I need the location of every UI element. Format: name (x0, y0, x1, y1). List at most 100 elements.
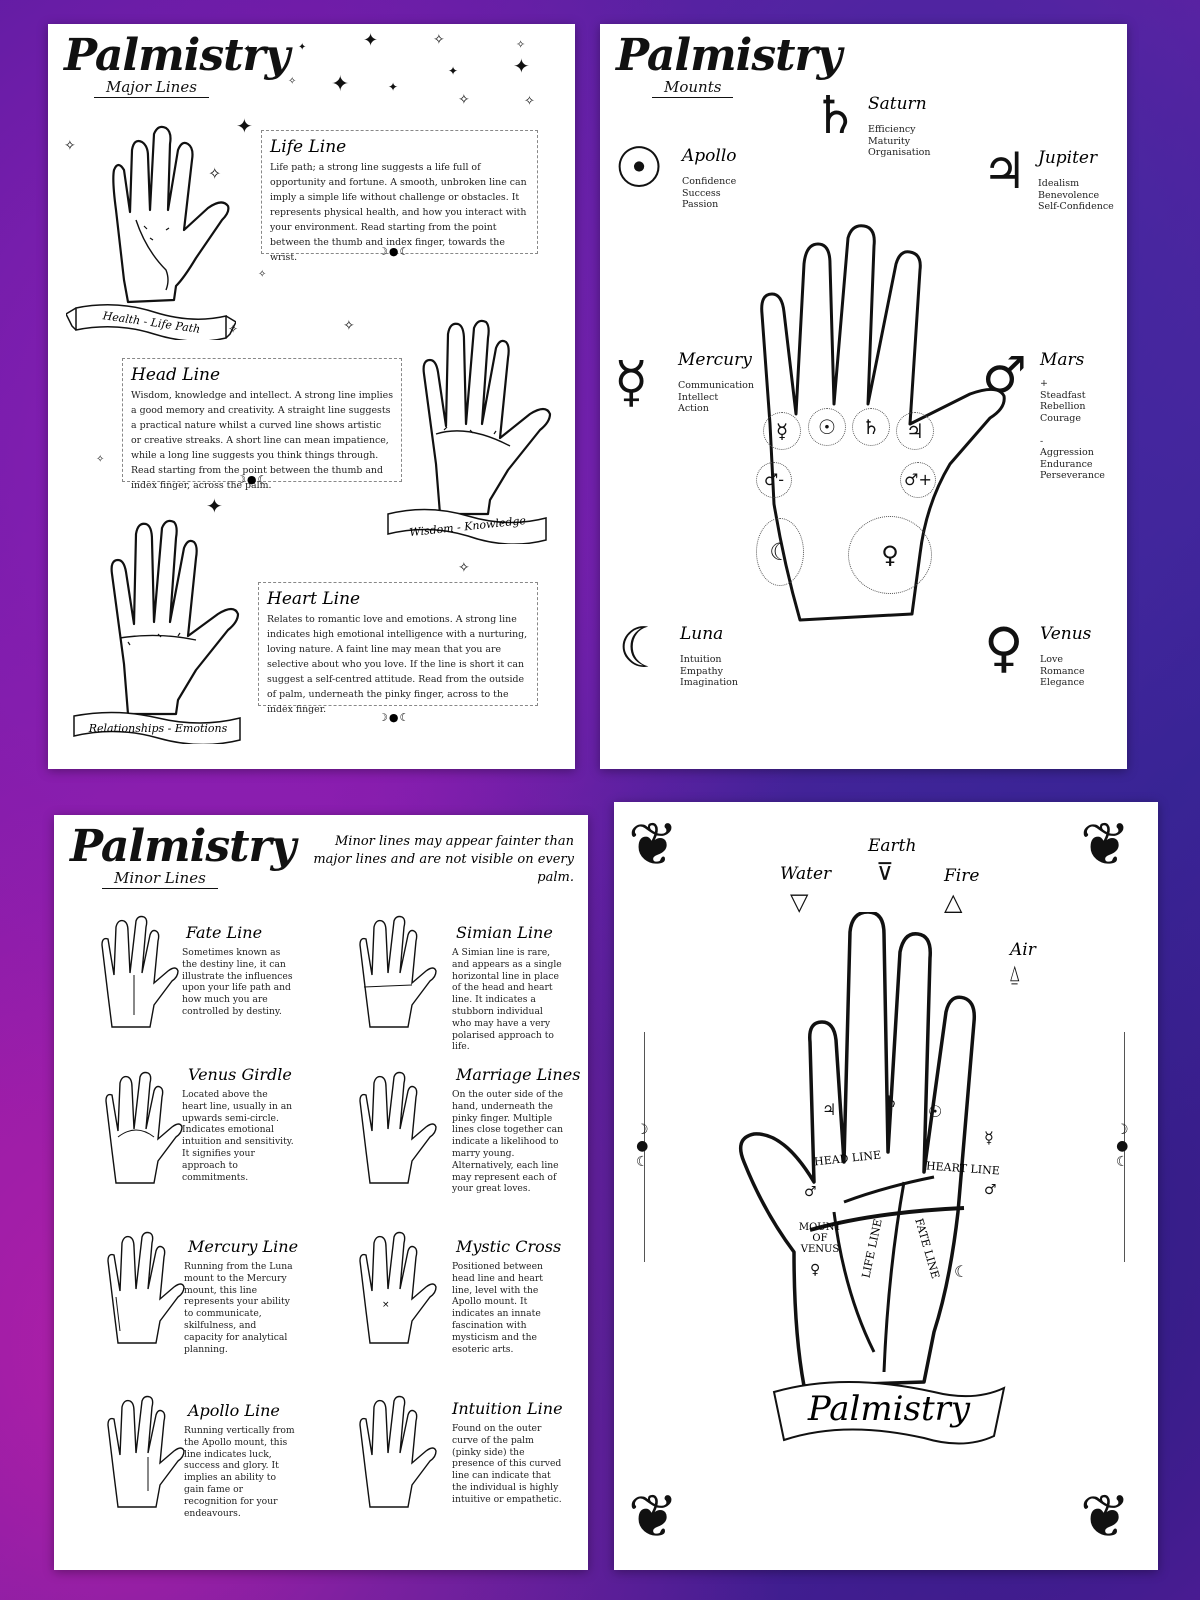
apollo-icon: ☉ (928, 1102, 943, 1121)
star-icon: ✦ (513, 54, 530, 78)
mystic-cross-text: Positioned between head line and heart l… (452, 1261, 543, 1355)
head-line-heading: Head Line (131, 365, 221, 385)
hand-outline-icon (107, 1395, 185, 1508)
apollo-symbol-icon: ☉ (614, 136, 665, 201)
mars-icon: ♂ (984, 1182, 997, 1198)
marriage-lines-text: On the outer side of the hand, underneat… (452, 1089, 564, 1195)
star-icon: ✧ (258, 269, 267, 280)
hand-illustration-life: Health - Life Path (66, 125, 236, 340)
life-line-heading: Life Line (270, 137, 347, 157)
apollo-traits: Confidence Success Passion (682, 176, 737, 210)
air-triangle-icon: ⍙ (1008, 962, 1022, 987)
fire-label: Fire (944, 866, 980, 886)
head-line-box: Head Line Wisdom, knowledge and intellec… (122, 358, 402, 491)
intuition-line-text: Found on the outer curve of the palm (pi… (452, 1423, 562, 1505)
star-icon: ✧ (458, 560, 470, 576)
marriage-lines-heading: Marriage Lines (456, 1065, 581, 1084)
apollo-line-heading: Apollo Line (188, 1401, 280, 1420)
hand-outline-icon (359, 915, 437, 1028)
moon-ornament-icon: ☽●☾ (636, 1122, 649, 1170)
star-icon: ✧ (208, 164, 222, 183)
mars-traits: + Steadfast Rebellion Courage - Aggressi… (1040, 378, 1105, 481)
heart-line-box: Heart Line Relates to romantic love and … (258, 582, 538, 715)
mars-icon: ♂ (804, 1184, 817, 1200)
saturn-symbol-icon: ♄ (812, 86, 859, 146)
star-icon: ✦ (298, 42, 307, 53)
mounts-subtitle: Mounts (652, 78, 734, 98)
moon-ornament-icon: ☽●☾ (1116, 1122, 1129, 1170)
head-line-text: Wisdom, knowledge and intellect. A stron… (131, 390, 394, 491)
mercury-line-heading: Mercury Line (188, 1237, 299, 1256)
mercury-icon: ☿ (984, 1128, 994, 1147)
star-icon: ✧ (288, 76, 297, 87)
water-triangle-icon: ▽ (790, 888, 809, 916)
palm-saturn-mount: ♄ (852, 408, 890, 446)
life-line-box: Life Line Life path; a strong line sugge… (261, 130, 538, 263)
mounts-sheet: Palmistry Mounts ♄ Saturn Efficiency Mat… (600, 24, 1127, 769)
apollo-line-text: Running vertically from the Apollo mount… (184, 1425, 295, 1519)
venus-symbol-icon: ♀ (984, 616, 1024, 679)
venus-girdle-heading: Venus Girdle (188, 1065, 292, 1084)
venus-traits: Love Romance Elegance (1040, 654, 1085, 688)
minor-title: Palmistry (70, 821, 296, 872)
saturn-heading: Saturn (868, 94, 927, 114)
palm-mercury-mount: ☿ (763, 412, 801, 450)
earth-label: Earth (868, 836, 917, 856)
palm-jupiter-mount: ♃ (896, 412, 934, 450)
palm-venus-mount: ♀ (848, 516, 932, 594)
side-rule-left (644, 1032, 645, 1262)
palm-apollo-mount: ☉ (808, 408, 846, 446)
star-icon: ✦ (206, 494, 223, 518)
fire-triangle-icon: △ (944, 888, 963, 916)
mystic-cross-heading: Mystic Cross (456, 1237, 562, 1256)
star-icon: ✦ (236, 114, 253, 138)
hand-illustration-head: Wisdom - Knowledge (387, 319, 552, 544)
venus-icon: ♀ (810, 1262, 821, 1278)
star-icon: ✦ (363, 30, 379, 51)
star-icon: ✦ (388, 80, 399, 94)
jupiter-traits: Idealism Benevolence Self-Confidence (1038, 178, 1114, 212)
earth-triangle-icon: ⊽ (876, 858, 894, 886)
jupiter-icon: ♃ (822, 1100, 837, 1119)
luna-heading: Luna (680, 624, 724, 644)
flourish-corner-icon: ❦ (1080, 810, 1131, 880)
hand-outline-icon (359, 1071, 437, 1184)
major-subtitle: Major Lines (94, 78, 209, 98)
hand-outline-icon (359, 1395, 437, 1508)
star-icon: ✦ (243, 42, 254, 56)
heart-line-heading: Heart Line (267, 589, 361, 609)
water-label: Water (780, 864, 832, 884)
mercury-symbol-icon: ☿ (614, 350, 649, 415)
hand-illustration-heart: Relationships - Emotions (73, 519, 241, 744)
star-icon: ✦ (331, 72, 350, 97)
star-icon: ✧ (516, 38, 526, 51)
moon-divider-icon: ☽●☾ (236, 473, 269, 486)
mounts-title: Palmistry (616, 30, 842, 81)
hand-outline-icon: × (359, 1231, 437, 1344)
mercury-traits: Communication Intellect Action (678, 380, 754, 414)
banner-text: Palmistry (807, 1389, 971, 1429)
major-title: Palmistry (64, 30, 290, 81)
flourish-corner-icon: ❦ (1080, 1482, 1131, 1552)
fate-line-text: Sometimes known as the destiny line, it … (182, 947, 293, 1017)
moon-divider-icon: ☽●☾ (378, 711, 411, 724)
jupiter-symbol-icon: ♃ (982, 142, 1027, 200)
svg-text:×: × (382, 1300, 390, 1310)
minor-subtitle: Minor Lines (102, 869, 218, 889)
apollo-heading: Apollo (682, 146, 737, 166)
mars-heading: Mars (1040, 350, 1085, 370)
minor-lines-sheet: Palmistry Minor Lines Minor lines may ap… (54, 815, 588, 1570)
mount-label-word: MOUNT (798, 1222, 842, 1233)
palm-mars-plus-mount: ♂+ (900, 462, 936, 498)
elements-hand-illustration: Palmistry (738, 912, 1006, 1445)
mercury-line-text: Running from the Luna mount to the Mercu… (184, 1261, 293, 1355)
moon-divider-icon: ☽●☾ (378, 245, 411, 258)
palm-mars-minus-mount: ♂- (756, 462, 792, 498)
venus-heading: Venus (1040, 624, 1092, 644)
simian-line-heading: Simian Line (456, 923, 553, 942)
flourish-corner-icon: ❦ (628, 1482, 679, 1552)
venus-girdle-text: Located above the heart line, usually in… (182, 1089, 294, 1183)
saturn-icon: ♄ (884, 1092, 899, 1111)
hand-outline-icon (107, 1231, 185, 1344)
palm-luna-mount: ☾ (756, 518, 804, 586)
